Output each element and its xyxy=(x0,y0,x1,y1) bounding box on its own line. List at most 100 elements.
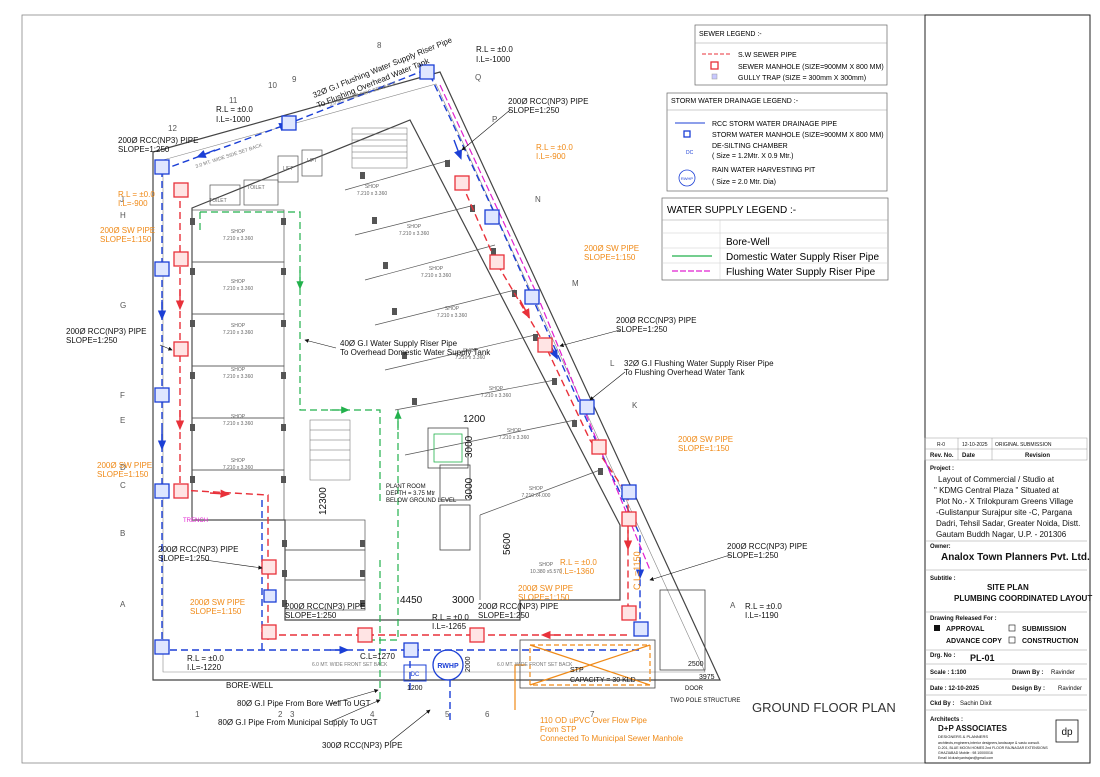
svg-text:SHOP: SHOP xyxy=(231,323,246,329)
svg-text:RWHP: RWHP xyxy=(681,176,693,181)
svg-text:3000: 3000 xyxy=(464,477,475,500)
svg-text:STP: STP xyxy=(570,667,584,674)
svg-text:200Ø RCC(NP3) PIPE: 200Ø RCC(NP3) PIPE xyxy=(158,545,238,554)
svg-text:7.210 x 3.360: 7.210 x 3.360 xyxy=(223,330,254,336)
staircase xyxy=(309,127,408,481)
svg-text:( Size = 2.0 Mtr. Dia): ( Size = 2.0 Mtr. Dia) xyxy=(712,179,776,186)
svg-text:7.210 x 3.360: 7.210 x 3.360 xyxy=(223,374,254,380)
grid-labels: 1 2 3 4 5 6 7 8 9 10 11 12 A B C D E F G… xyxy=(120,41,736,719)
svg-text:I.L=-1000: I.L=-1000 xyxy=(216,115,251,124)
svg-text:Rev. No.: Rev. No. xyxy=(930,453,954,459)
svg-text:1: 1 xyxy=(195,710,200,719)
sheet-border xyxy=(21,14,1091,764)
svg-text:7.210 x 3.360: 7.210 x 3.360 xyxy=(437,313,468,319)
svg-text:( Size = 1.2Mtr. X 0.9 Mtr.): ( Size = 1.2Mtr. X 0.9 Mtr.) xyxy=(712,153,794,160)
diagonal-shop-row xyxy=(344,159,601,600)
svg-text:Connected To Municipal Sewer M: Connected To Municipal Sewer Manhole xyxy=(540,734,684,743)
svg-text:1200: 1200 xyxy=(463,414,486,425)
svg-text:RWHP: RWHP xyxy=(437,663,459,670)
svg-text:200Ø SW PIPE: 200Ø SW PIPE xyxy=(518,584,573,593)
svg-text:architects,engineers,interior: architects,engineers,interior designers,… xyxy=(938,741,1040,745)
svg-text:Architects :: Architects : xyxy=(930,717,963,723)
svg-text:SLOPE=1:250: SLOPE=1:250 xyxy=(508,106,560,115)
svg-text:CONSTRUCTION: CONSTRUCTION xyxy=(1022,638,1078,645)
svg-text:TOILET: TOILET xyxy=(209,198,226,204)
svg-text:LIFT: LIFT xyxy=(283,166,293,172)
svg-text:7.210 x 3.360: 7.210 x 3.360 xyxy=(357,191,388,197)
svg-text:SHOP: SHOP xyxy=(489,386,504,392)
svg-text:7.210 x 3.360: 7.210 x 3.360 xyxy=(223,421,254,427)
svg-text:S.W SEWER PIPE: S.W SEWER PIPE xyxy=(738,52,797,59)
svg-text:APPROVAL: APPROVAL xyxy=(946,626,985,633)
svg-text:K: K xyxy=(632,401,638,410)
svg-text:3000: 3000 xyxy=(464,435,475,458)
svg-text:CAPACITY = 30 KLD: CAPACITY = 30 KLD xyxy=(570,677,636,684)
svg-text:Date: Date xyxy=(962,453,976,459)
svg-text:PLUMBING COORDINATED LAYOUT: PLUMBING COORDINATED LAYOUT xyxy=(954,594,1092,603)
svg-text:J: J xyxy=(120,195,124,204)
svg-text:Gautam Buddh Nagar, U.P. - 201: Gautam Buddh Nagar, U.P. - 201306 xyxy=(936,530,1067,539)
svg-text:Date : 12-10-2025: Date : 12-10-2025 xyxy=(930,686,980,692)
svg-text:DC: DC xyxy=(411,672,420,678)
svg-text:Analox Town Planners Pvt. Ltd.: Analox Town Planners Pvt. Ltd. xyxy=(941,552,1090,563)
svg-text:2000: 2000 xyxy=(465,656,472,672)
svg-text:Ckd By :: Ckd By : xyxy=(930,701,954,707)
svg-text:To Flushing Overhead Water Tan: To Flushing Overhead Water Tank xyxy=(624,368,746,377)
svg-text:200Ø RCC(NP3) PIPE: 200Ø RCC(NP3) PIPE xyxy=(285,602,365,611)
svg-text:Email Id:dushyantrajan@gmail.c: Email Id:dushyantrajan@gmail.com xyxy=(938,756,993,760)
svg-text:Drawn By :: Drawn By : xyxy=(1012,670,1043,676)
plant-room xyxy=(427,427,471,551)
svg-text:A: A xyxy=(120,600,126,609)
svg-text:SLOPE=1:150: SLOPE=1:150 xyxy=(518,593,570,602)
svg-text:7.210 x 3.360: 7.210 x 3.360 xyxy=(223,286,254,292)
storm-water-pipes xyxy=(157,71,641,720)
svg-text:I.L=-900: I.L=-900 xyxy=(118,199,148,208)
sw-pipe-labels: R.L = ±0.0 I.L=-900 200Ø SW PIPE SLOPE=1… xyxy=(97,143,733,743)
svg-text:E: E xyxy=(120,416,125,425)
svg-text:7.210 x 3.360: 7.210 x 3.360 xyxy=(481,393,512,399)
svg-text:ORIGINAL SUBMISSION: ORIGINAL SUBMISSION xyxy=(995,442,1052,448)
svg-text:200Ø SW PIPE: 200Ø SW PIPE xyxy=(678,435,733,444)
svg-text:SITE PLAN: SITE PLAN xyxy=(987,583,1029,592)
svg-text:SHOP: SHOP xyxy=(231,229,246,235)
svg-text:7: 7 xyxy=(590,710,595,719)
svg-text:R.L = ±0.0: R.L = ±0.0 xyxy=(745,602,782,611)
svg-text:SEWER LEGEND :-: SEWER LEGEND :- xyxy=(699,31,762,38)
svg-text:Design By :: Design By : xyxy=(1012,686,1045,692)
svg-text:6: 6 xyxy=(485,710,490,719)
svg-text:110 OD uPVC Over Flow Pipe: 110 OD uPVC Over Flow Pipe xyxy=(540,716,648,725)
sewer-pipes xyxy=(179,183,630,640)
svg-text:SLOPE=1:250: SLOPE=1:250 xyxy=(285,611,337,620)
svg-text:200Ø SW PIPE: 200Ø SW PIPE xyxy=(100,226,155,235)
svg-text:DEPTH = 3.75 Mtr: DEPTH = 3.75 Mtr xyxy=(386,491,435,497)
svg-text:PLANT ROOM: PLANT ROOM xyxy=(386,484,426,490)
svg-text:200Ø RCC(NP3) PIPE: 200Ø RCC(NP3) PIPE xyxy=(118,136,198,145)
svg-text:Drawing Released For :: Drawing Released For : xyxy=(930,616,997,622)
svg-text:I.L=-900: I.L=-900 xyxy=(536,152,566,161)
sewer-manholes xyxy=(173,175,637,643)
svg-text:SHOP: SHOP xyxy=(463,348,478,354)
svg-text:SHOP: SHOP xyxy=(539,562,554,568)
svg-text:R.L = ±0.0: R.L = ±0.0 xyxy=(560,558,597,567)
svg-text:I.L=-1265: I.L=-1265 xyxy=(432,622,467,631)
svg-text:SLOPE=1:150: SLOPE=1:150 xyxy=(100,235,152,244)
dimension-labels: 1200 3000 3000 12300 5600 4450 3000 1200… xyxy=(318,414,715,692)
svg-text:ADVANCE COPY: ADVANCE COPY xyxy=(946,638,1002,645)
svg-text:11: 11 xyxy=(229,96,238,105)
svg-text:Flushing Water Supply Riser Pi: Flushing Water Supply Riser Pipe xyxy=(726,267,876,278)
svg-text:200Ø RCC(NP3) PIPE: 200Ø RCC(NP3) PIPE xyxy=(616,316,696,325)
storm-manholes xyxy=(154,64,649,658)
svg-text:7.210 x 3.360: 7.210 x 3.360 xyxy=(399,231,430,237)
svg-text:Bore-Well: Bore-Well xyxy=(726,237,770,248)
svg-text:Scale : 1:100: Scale : 1:100 xyxy=(930,670,967,676)
svg-text:GULLY TRAP (SIZE = 300mm X 300: GULLY TRAP (SIZE = 300mm X 300mm) xyxy=(738,75,866,82)
svg-text:STORM WATER MANHOLE (SIZE=900M: STORM WATER MANHOLE (SIZE=900MM X 800 MM… xyxy=(712,132,884,139)
svg-text:3975: 3975 xyxy=(699,674,715,681)
svg-text:10: 10 xyxy=(268,81,277,90)
svg-text:DESIGNERS & PLANNERS: DESIGNERS & PLANNERS xyxy=(938,734,988,739)
svg-text:SHOP: SHOP xyxy=(445,306,460,312)
rwhp-pit: RWHP xyxy=(432,649,464,681)
svg-text:RCC STORM WATER DRAINAGE PIPE: RCC STORM WATER DRAINAGE PIPE xyxy=(712,121,837,128)
svg-text:Ravinder: Ravinder xyxy=(1058,686,1082,692)
